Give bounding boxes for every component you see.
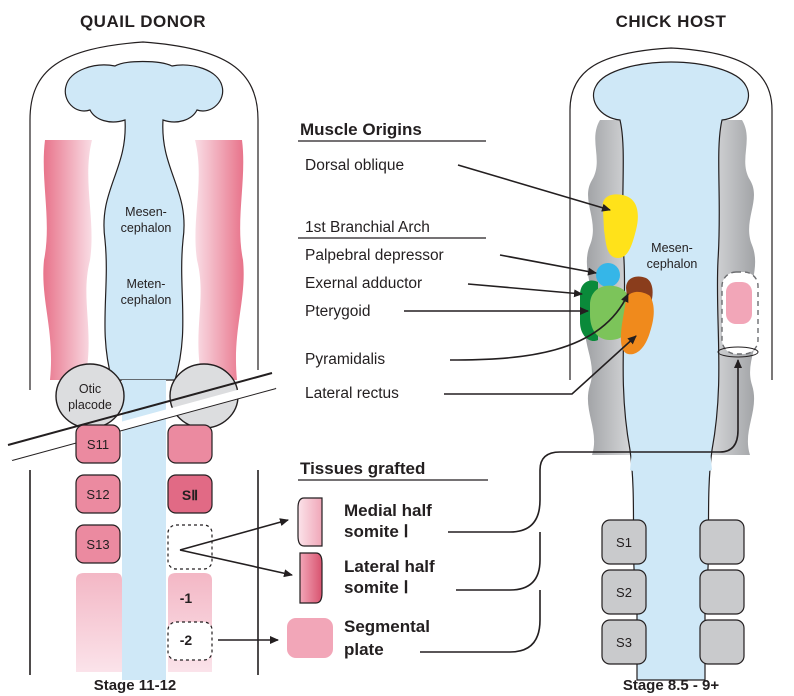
somite-s12-label: S12 <box>86 487 109 502</box>
quail-mesen-label-2: cephalon <box>121 221 172 235</box>
exernal-arrow <box>468 284 582 294</box>
segmental-label-2: plate <box>344 640 384 659</box>
palpebral-depressor-region <box>596 263 620 287</box>
chick-mesen-label-2: cephalon <box>647 257 698 271</box>
somite-sII-label: SⅡ <box>182 487 198 503</box>
lateral-label-1: Lateral half <box>344 557 435 576</box>
chick-stage-label: Stage 8.5 - 9+ <box>623 677 720 694</box>
chick-somite-r3 <box>700 620 744 664</box>
plate-minus1-label: -1 <box>180 590 193 606</box>
lateral-half-somite-swatch <box>300 553 322 603</box>
segmental-plate-swatch <box>287 618 333 658</box>
chick-s3-label: S3 <box>616 635 632 650</box>
segmental-to-host-connector <box>420 590 540 652</box>
otic-label-2: placode <box>68 398 112 412</box>
segmental-label-1: Segmental <box>344 617 430 636</box>
plate-minus2-label: -2 <box>180 632 193 648</box>
quail-stage-label: Stage 11-12 <box>94 677 177 694</box>
somite-right-upper <box>168 425 212 463</box>
exernal-adductor-label: Exernal adductor <box>305 275 422 292</box>
quail-meten-label-2: cephalon <box>121 293 172 307</box>
medial-label-1: Medial half <box>344 501 432 520</box>
somite-s13-label: S13 <box>86 537 109 552</box>
lateral-to-host-connector <box>456 532 540 590</box>
chick-host-title: CHICK HOST <box>616 12 727 31</box>
lateral-label-2: somite Ⅰ <box>344 578 409 597</box>
quail-mesoderm-right <box>195 140 244 380</box>
lateral-rectus-label: Lateral rectus <box>305 385 399 402</box>
pterygoid-label: Pterygoid <box>305 303 370 320</box>
chick-somite-r2 <box>700 570 744 614</box>
quail-meten-label-1: Meten- <box>127 277 166 291</box>
chick-somite-r1 <box>700 520 744 564</box>
quail-embryo: Mesen- cephalon Meten- cephalon Otic pla… <box>8 42 276 680</box>
quail-mesen-label-1: Mesen- <box>125 205 167 219</box>
otic-placode-left <box>56 364 124 428</box>
quail-donor-title: QUAIL DONOR <box>80 12 206 31</box>
dorsal-oblique-label: Dorsal oblique <box>305 157 404 174</box>
chick-mesen-label-1: Mesen- <box>651 241 693 255</box>
palpebral-depressor-label: Palpebral depressor <box>305 247 444 264</box>
pyramidalis-label: Pyramidalis <box>305 351 385 368</box>
chick-s1-label: S1 <box>616 535 632 550</box>
graft-tissue <box>726 282 752 324</box>
otic-label-1: Otic <box>79 382 101 396</box>
chick-s2-label: S2 <box>616 585 632 600</box>
chick-embryo: Mesen- cephalon S1 S2 S3 <box>570 48 772 680</box>
quail-mesoderm-left <box>43 140 92 380</box>
medial-half-somite-swatch <box>298 498 322 546</box>
branchial-arch-header: 1st Branchial Arch <box>305 219 430 236</box>
medial-label-2: somite Ⅰ <box>344 522 409 541</box>
muscle-origins-header: Muscle Origins <box>300 120 422 139</box>
tissues-grafted-header: Tissues grafted <box>300 459 425 478</box>
somite-s11-label: S11 <box>87 437 109 452</box>
quail-segmental-plate-left <box>76 573 122 672</box>
